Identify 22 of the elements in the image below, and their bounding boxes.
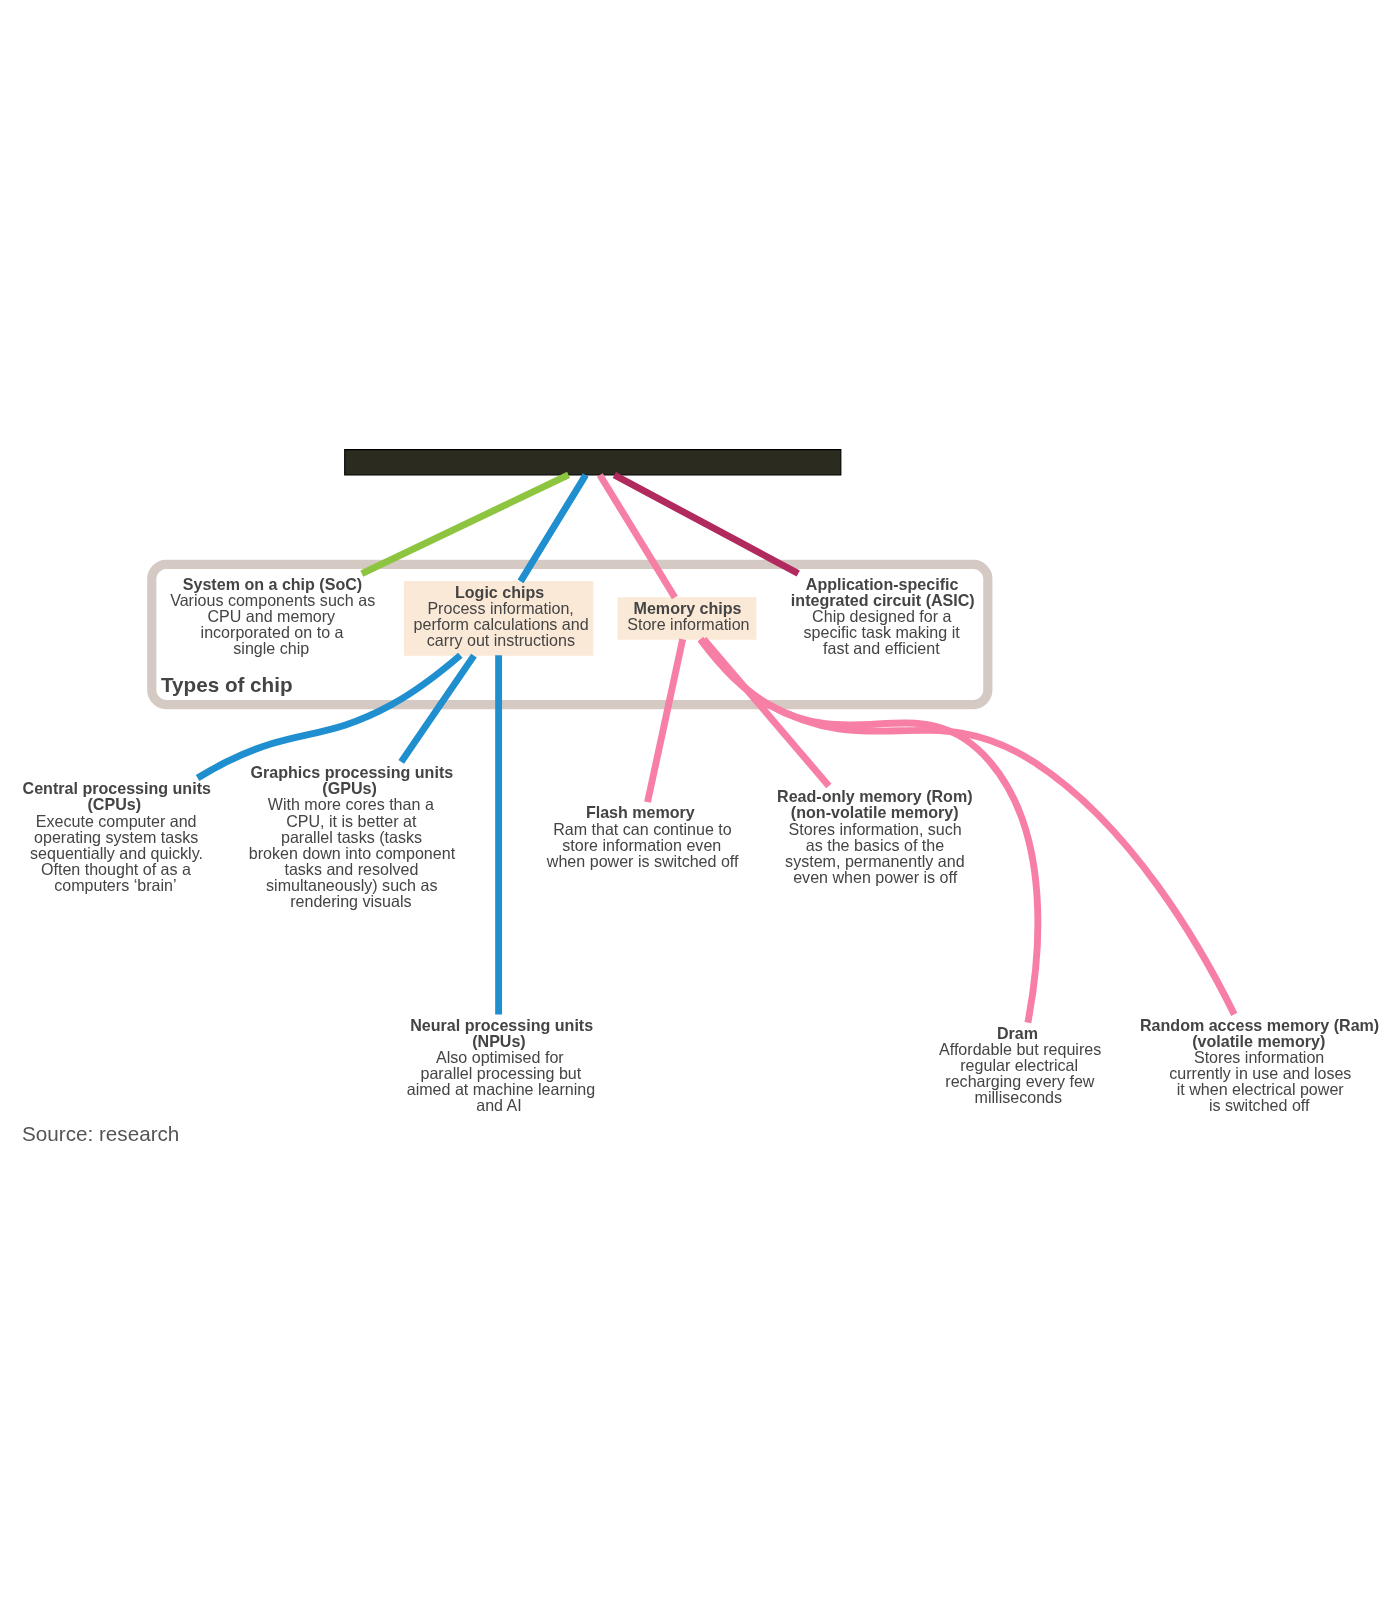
connector — [398, 653, 477, 764]
connector — [360, 471, 570, 577]
node-text: Random access memory (Ram) (volatile memory) Stores information currently in use and loses it when electrical power is switched off — [1139, 1015, 1380, 1114]
connector — [596, 472, 678, 599]
connector — [697, 636, 1238, 1016]
connector — [612, 471, 800, 577]
node-text: Read-only memory (Rom) (non-volatile memory) Stores information, such as the basics of the system, permanently and even when power is off — [777, 786, 973, 886]
node-text: Central processing units (CPUs) Execute computer and operating system tasks sequentially and quickly. Often thought of as a computers ‘brain’ — [22, 778, 211, 894]
node-text: Flash memory Ram that can continue to store information even when power is switched off — [546, 802, 739, 870]
node-box: Logic chips Process information, perform calculations and carry out instructions — [403, 580, 594, 656]
connector — [644, 638, 687, 803]
node-text: Neural processing units (NPUs) Also optimised for parallel processing but aimed at machine learning and AI — [406, 1015, 596, 1114]
caption: Source: research — [22, 1121, 180, 1145]
node-bar — [344, 448, 842, 475]
node-text: Dram Affordable but requires regular electrical recharging every few milliseconds — [939, 1023, 1102, 1106]
connector — [517, 472, 589, 583]
connector — [195, 652, 463, 781]
node-text: Application-specific integrated circuit (ASIC) Chip designed for a specific task making it fast and efficient — [790, 574, 975, 657]
node-box: Memory chips Store information — [617, 596, 757, 640]
node-text: Graphics processing units (GPUs) With more cores than a CPU, it is better at parallel tasks (tasks broken down into component tasks and resolved simultaneously) such as rendering visuals — [248, 762, 456, 910]
node-text: System on a chip (SoC) Various components such as CPU and memory incorporated on to a single chip — [170, 574, 376, 657]
connector — [495, 654, 503, 1014]
